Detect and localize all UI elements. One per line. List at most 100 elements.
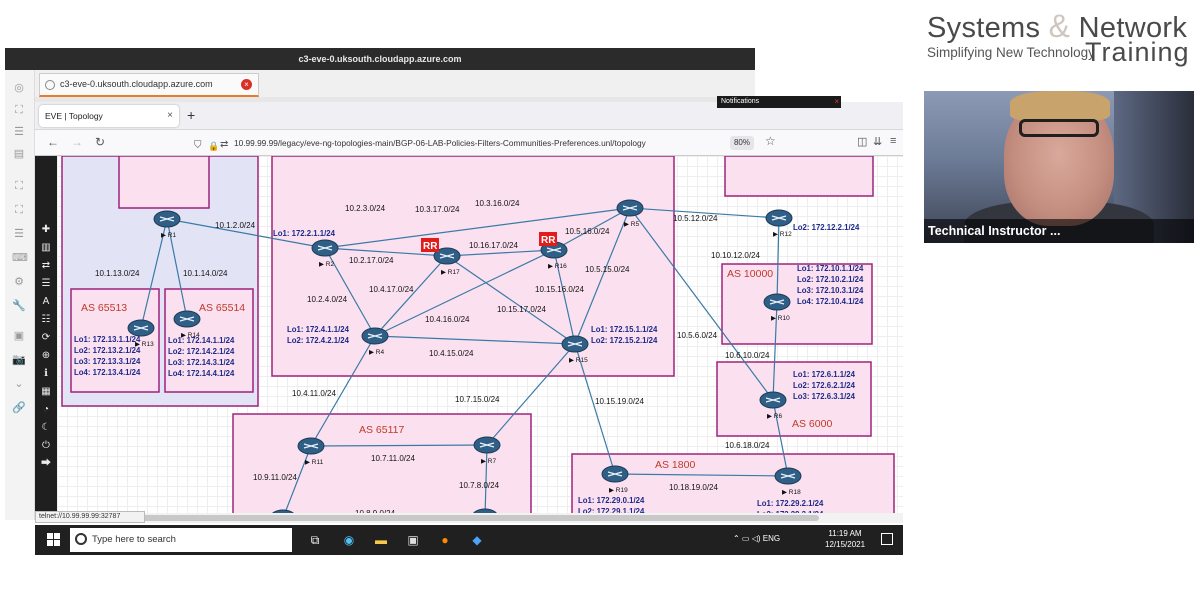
rdp-tool-icon[interactable]: ⛶ [15, 204, 23, 216]
rdp-tool-icon[interactable]: 🔧 [12, 300, 26, 312]
router-r15[interactable]: ▶ R15 [561, 335, 589, 364]
topology-link[interactable] [484, 444, 488, 518]
url-bar[interactable]: ⛉ 🔒 ⇄ 10.99.99.99/legacy/eve-ng-topologi… [190, 134, 750, 152]
status-icon[interactable]: ◔ [42, 404, 50, 415]
topology-link[interactable] [776, 217, 780, 303]
add-icon[interactable]: ✚ [41, 224, 51, 235]
router-r18[interactable]: ▶ R18 [774, 467, 802, 496]
scrollbar-thumb[interactable] [59, 515, 819, 521]
language-indicator[interactable]: ENG [762, 534, 781, 543]
rdp-tool-icon[interactable]: ▣ [13, 330, 25, 342]
topology-link[interactable] [614, 473, 789, 477]
router-r5[interactable]: ▶ R5 [616, 199, 644, 228]
topology-link[interactable] [374, 249, 555, 337]
link-icon[interactable]: 🔗 [12, 402, 26, 414]
router-r4[interactable]: ▶ R4 [361, 327, 389, 356]
rdp-tool-icon[interactable]: ▤ [13, 148, 25, 160]
topology-link[interactable] [374, 335, 576, 345]
taskbar-search-input[interactable]: Type here to search [70, 528, 292, 552]
edge-icon[interactable]: ◉ [343, 533, 355, 547]
topology-link[interactable] [446, 255, 576, 345]
text-icon[interactable]: A [42, 296, 50, 307]
router-r14[interactable]: ▶ R14 [173, 310, 201, 339]
topology-link[interactable] [166, 218, 188, 320]
chevron-down-icon[interactable]: ⌄ [14, 378, 24, 390]
router-r1[interactable]: ▶ R1 [153, 210, 181, 239]
power-icon[interactable]: ⏻ [42, 440, 50, 451]
notifications-panel[interactable]: Notifications × [717, 96, 841, 108]
topology-link[interactable] [553, 207, 631, 251]
topology-canvas[interactable]: ▶ R1▶ R2▶ R17▶ R16▶ R5▶ R12▶ R13▶ R14▶ R… [57, 156, 903, 523]
topology-link[interactable] [486, 343, 576, 446]
pocket-icon[interactable]: ◫ [857, 136, 868, 148]
router-r11[interactable]: ▶ R11 [297, 437, 325, 466]
logout-icon[interactable]: ⮕ [41, 458, 51, 469]
router-r2[interactable]: ▶ R2 [311, 239, 339, 268]
topology-link[interactable] [629, 207, 774, 401]
dark-mode-icon[interactable]: ☾ [41, 422, 51, 433]
zoom-level[interactable]: 80% [730, 136, 754, 150]
rdp-tool-icon[interactable]: ◎ [14, 82, 24, 94]
router-r7[interactable]: ▶ R7 [473, 436, 501, 465]
topology-link[interactable] [310, 335, 376, 447]
rdp-tool-icon[interactable]: ⛶ [15, 180, 23, 192]
list-icon[interactable]: ☰ [41, 278, 51, 289]
list-icon[interactable]: ☷ [41, 314, 51, 325]
reload-icon[interactable]: ↻ [95, 135, 106, 149]
rdp-tool-icon[interactable]: ☰ [14, 126, 24, 138]
horizontal-scrollbar[interactable] [57, 513, 903, 523]
bookmark-star-icon[interactable]: ☆ [765, 134, 776, 148]
topology-link[interactable] [140, 218, 168, 329]
store-icon[interactable]: ▣ [407, 533, 419, 547]
rdp-tool-icon[interactable]: ⌨ [12, 252, 28, 264]
info-icon[interactable]: ℹ [44, 368, 48, 379]
topology-link[interactable] [574, 207, 631, 345]
new-tab-icon[interactable]: + [187, 107, 196, 123]
router-r13[interactable]: ▶ R13 [127, 319, 155, 348]
topology-link[interactable] [629, 207, 780, 219]
topology-link[interactable] [553, 249, 576, 345]
taskbar-clock[interactable]: 11:19 AM 12/15/2021 [825, 528, 865, 550]
camera-icon[interactable]: 📷 [12, 354, 26, 366]
app-icon[interactable]: ◆ [472, 533, 482, 547]
file-explorer-icon[interactable]: ▬ [375, 533, 387, 547]
topology-link[interactable] [574, 343, 616, 475]
lock-icon[interactable]: 🔒 [208, 141, 220, 151]
rdp-tool-icon[interactable]: ⚙ [14, 276, 24, 288]
task-view-icon[interactable]: ⧉ [310, 533, 320, 547]
topology-link[interactable] [324, 247, 448, 257]
topology-link[interactable] [772, 301, 778, 401]
router-r17[interactable]: ▶ R17 [433, 247, 461, 276]
router-r12[interactable]: ▶ R12 [765, 209, 793, 238]
menu-icon[interactable]: ≡ [890, 135, 897, 147]
extensions-icon[interactable]: ⇊ [873, 136, 883, 148]
nodes-icon[interactable]: ▥ [41, 242, 51, 253]
firefox-tab[interactable]: EVE | Topology × [39, 105, 179, 127]
rdp-tool-icon[interactable]: ☰ [14, 228, 24, 240]
close-icon[interactable]: × [167, 110, 173, 121]
topology-link[interactable] [446, 249, 555, 257]
outer-browser-tab[interactable]: c3-eve-0.uksouth.cloudapp.azure.com × [39, 73, 259, 97]
topology-link[interactable] [374, 255, 448, 337]
rdp-tool-icon[interactable]: ⛶ [15, 104, 23, 116]
firefox-icon[interactable]: ● [441, 533, 449, 547]
permissions-icon[interactable]: ⇄ [220, 139, 229, 150]
action-center-icon[interactable] [881, 533, 893, 545]
windows-start-icon[interactable] [47, 533, 61, 547]
networks-icon[interactable]: ⇄ [41, 260, 51, 271]
close-icon[interactable]: × [241, 79, 252, 90]
topology-link[interactable] [166, 218, 326, 249]
system-tray[interactable]: ⌃ ▭ ◁) ENG [733, 534, 781, 543]
router-r10[interactable]: ▶ R10 [763, 293, 791, 322]
topology-link[interactable] [324, 207, 631, 249]
back-icon[interactable]: ← [47, 135, 59, 149]
topology-link[interactable] [310, 444, 488, 447]
router-r19[interactable]: ▶ R19 [601, 465, 629, 494]
refresh-icon[interactable]: ⟳ [41, 332, 51, 343]
zoom-icon[interactable]: ⊕ [41, 350, 51, 361]
topology-link[interactable] [324, 247, 376, 337]
shield-icon[interactable]: ⛉ [194, 140, 202, 151]
router-r6[interactable]: ▶ R6 [759, 391, 787, 420]
close-icon[interactable]: × [834, 97, 839, 106]
document-icon[interactable]: ▦ [41, 386, 51, 397]
